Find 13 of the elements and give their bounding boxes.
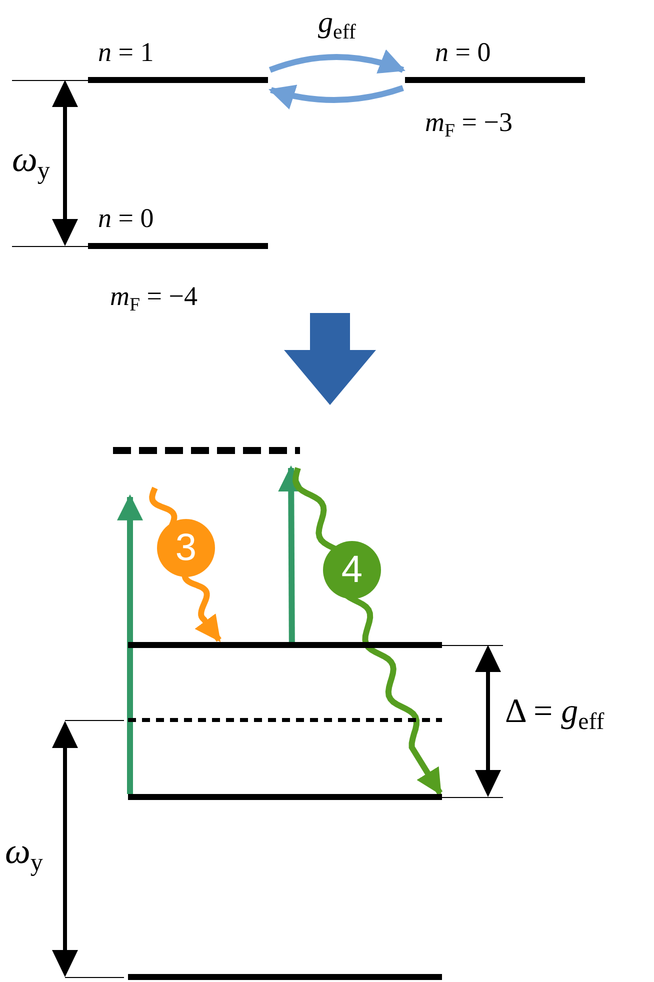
transition-arrow — [268, 84, 404, 109]
coupling-label: g$_{eff}$ — [318, 6, 356, 39]
level-label: n = 0 — [435, 38, 491, 68]
level-label: n = 1 — [98, 38, 154, 68]
level-label: n = 0 — [98, 204, 154, 234]
transition-arrow — [117, 494, 143, 794]
photon-number-badge: 3 — [157, 519, 215, 577]
photon-number-badge: 4 — [323, 541, 381, 599]
transition-arrow — [278, 465, 304, 642]
quantum-number-label: m$_{F}$ = −3 — [425, 108, 512, 138]
transition-arrow — [268, 50, 406, 74]
quantum-number-label: m$_{F}$ = −4 — [110, 282, 198, 312]
detuning-label: Δ = g$_{eff}$ — [505, 693, 604, 730]
